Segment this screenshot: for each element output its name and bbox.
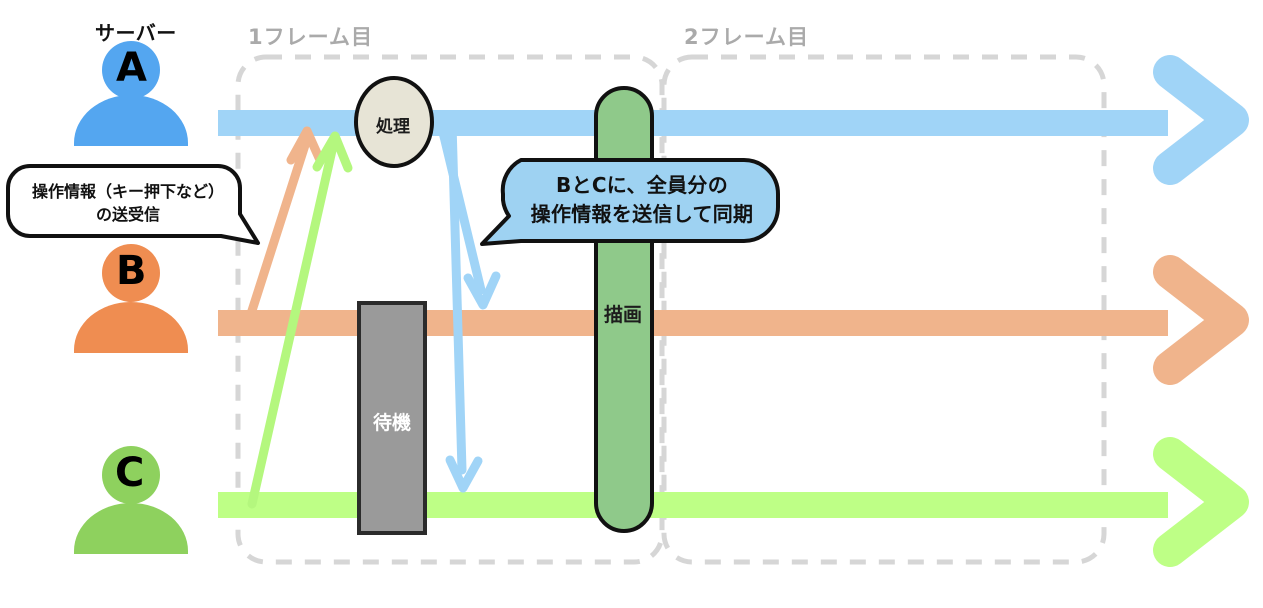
wait-node-shape [357, 301, 427, 535]
arrow-server-to-b [436, 119, 501, 310]
avatar-c [74, 446, 188, 554]
sync-broadcast-bubble-shape [480, 158, 780, 246]
draw-node-shape [594, 86, 654, 533]
process-node-shape [354, 76, 434, 168]
frame-2-boundary [661, 54, 1107, 565]
arrow-b-to-server [244, 126, 325, 325]
frame-1-boundary [235, 54, 665, 565]
arrow-server-to-c [445, 119, 483, 493]
operation-info-bubble-shape [6, 164, 260, 245]
arrow-c-to-server [247, 131, 353, 509]
avatar-a [74, 41, 188, 146]
avatar-b [74, 244, 188, 353]
